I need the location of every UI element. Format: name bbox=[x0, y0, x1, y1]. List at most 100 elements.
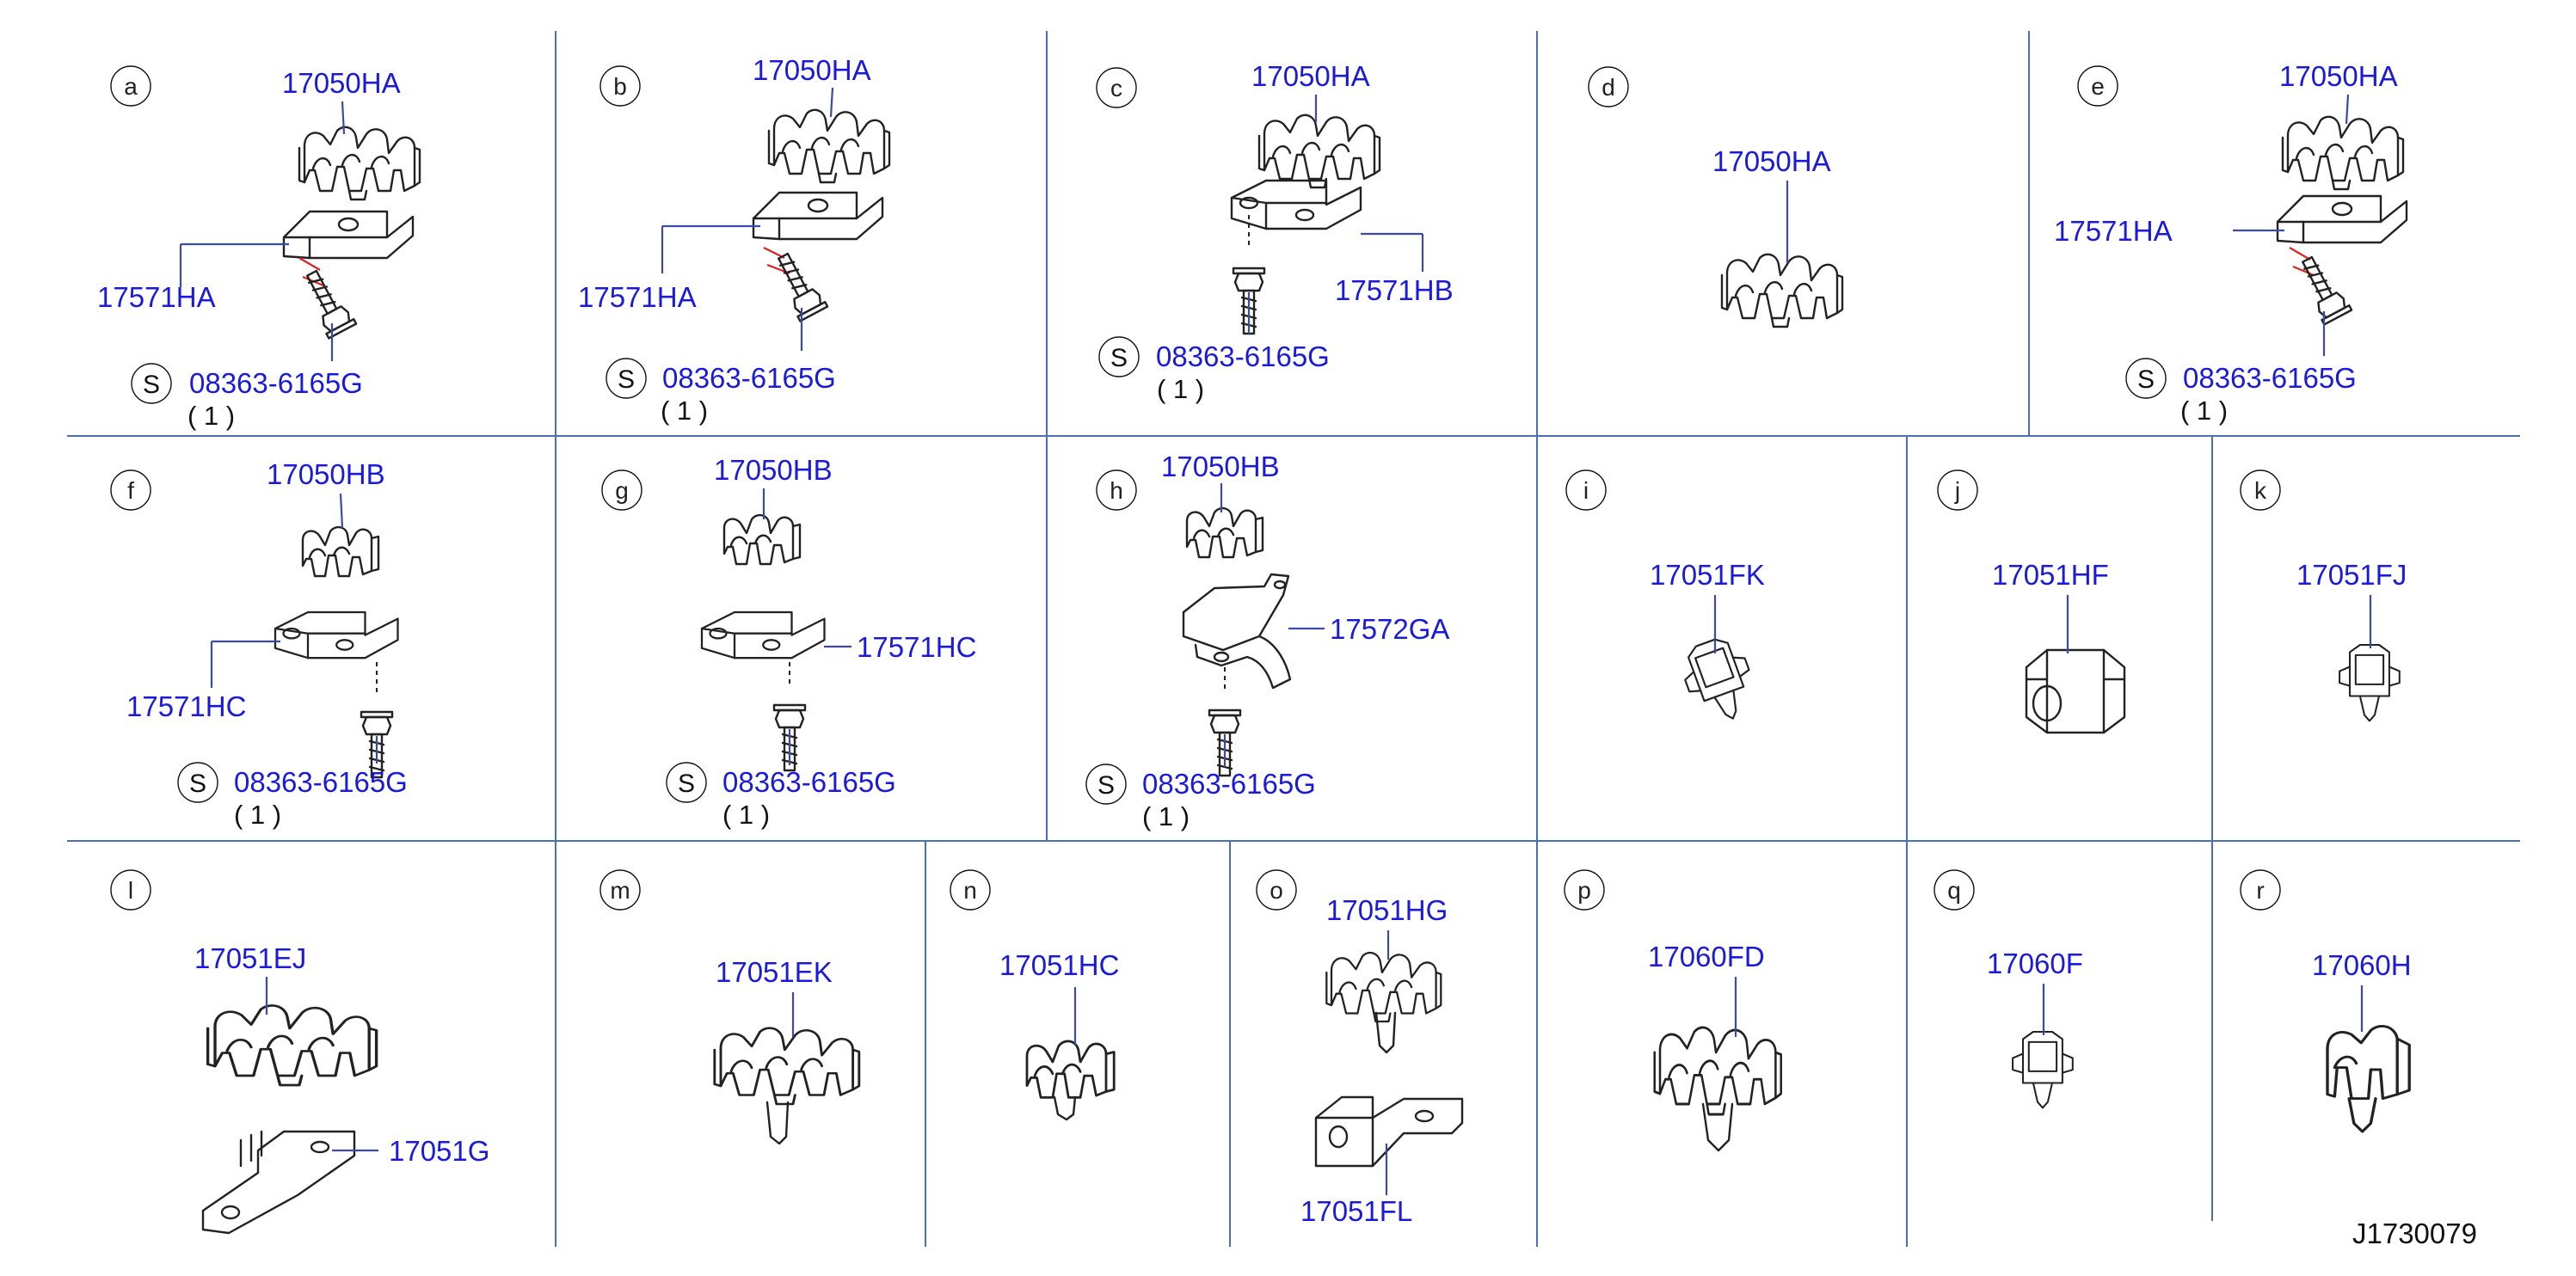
part-number-label[interactable]: 17060F bbox=[1987, 948, 2083, 979]
part-number-label[interactable]: 17051FK bbox=[1650, 559, 1765, 591]
part-number-label[interactable]: 17571HC bbox=[126, 690, 246, 722]
panel-letter-d: d bbox=[1588, 66, 1629, 107]
svg-text:f: f bbox=[127, 477, 134, 504]
panel-n: n 17051HC bbox=[950, 869, 1119, 1121]
grommet-drawing bbox=[2025, 595, 2126, 734]
part-number-label[interactable]: 17060FD bbox=[1648, 941, 1765, 972]
bolt-drawing bbox=[768, 248, 829, 351]
part-number-label[interactable]: 08363-6165G bbox=[234, 766, 408, 798]
panel-letter-a: a bbox=[110, 65, 151, 107]
panel-d: d 17050HA bbox=[1588, 66, 1844, 328]
svg-text:a: a bbox=[124, 73, 138, 100]
panel-f: f 17050HB 17571HC S 08363-6165G ( 1 ) bbox=[110, 458, 408, 830]
svg-text:S: S bbox=[618, 365, 635, 394]
clip-drawing bbox=[298, 101, 421, 201]
part-number-label[interactable]: 17051HC bbox=[999, 949, 1119, 981]
quantity-label: ( 1 ) bbox=[188, 401, 235, 431]
part-number-label[interactable]: 17572GA bbox=[1330, 613, 1449, 645]
part-number-label[interactable]: 17051G bbox=[389, 1135, 489, 1167]
part-number-label[interactable]: 17571HA bbox=[97, 281, 216, 313]
svg-text:S: S bbox=[1097, 771, 1115, 800]
quantity-label: ( 1 ) bbox=[2180, 396, 2228, 426]
svg-text:e: e bbox=[2091, 73, 2105, 100]
panel-g: g 17050HB 17571HC S 08363-6165G ( 1 ) bbox=[601, 454, 976, 830]
clip-drawing bbox=[713, 992, 861, 1145]
panel-letter-r: r bbox=[2240, 869, 2281, 911]
panel-letter-m: m bbox=[599, 869, 641, 911]
part-number-label[interactable]: 17051FL bbox=[1300, 1195, 1412, 1227]
part-number-label[interactable]: 17050HB bbox=[1161, 451, 1280, 482]
part-number-label[interactable]: 17571HB bbox=[1335, 274, 1454, 306]
svg-text:S: S bbox=[143, 371, 160, 399]
symbol-s: S bbox=[131, 363, 172, 404]
part-number-label[interactable]: 17050HA bbox=[1712, 145, 1831, 177]
part-number-label[interactable]: 17571HC bbox=[857, 631, 976, 663]
bolt-drawing bbox=[297, 265, 358, 361]
symbol-s: S bbox=[2125, 358, 2167, 399]
part-number-label[interactable]: 17051EJ bbox=[194, 942, 306, 974]
part-number-label[interactable]: 08363-6165G bbox=[722, 766, 896, 798]
part-number-label[interactable]: 17051HF bbox=[1992, 559, 2109, 591]
panel-a: a 17050HA 17571HA S 08363-6165G ( 1 ) bbox=[97, 65, 421, 431]
svg-text:r: r bbox=[2256, 877, 2264, 904]
part-number-label[interactable]: 17050HB bbox=[714, 454, 833, 486]
part-number-label[interactable]: 08363-6165G bbox=[1156, 340, 1330, 372]
part-number-label[interactable]: 17051EK bbox=[716, 956, 833, 988]
bracket-drawing bbox=[661, 191, 884, 275]
quantity-label: ( 1 ) bbox=[1157, 374, 1204, 404]
part-number-label[interactable]: 17050HA bbox=[1251, 60, 1370, 92]
part-number-label[interactable]: 17571HA bbox=[578, 281, 697, 313]
panel-e: e 17050HA 17571HA S 08363-6165G ( 1 ) bbox=[2054, 60, 2408, 426]
panel-letter-f: f bbox=[110, 469, 151, 511]
svg-text:d: d bbox=[1602, 74, 1615, 101]
panel-h: h 17050HB 17572GA S 08363-6165G ( 1 ) bbox=[1085, 451, 1449, 831]
svg-text:n: n bbox=[963, 877, 977, 904]
panel-letter-p: p bbox=[1564, 869, 1605, 911]
symbol-s: S bbox=[1085, 764, 1127, 805]
clip-drawing bbox=[767, 87, 891, 184]
part-number-label[interactable]: 17051FJ bbox=[2296, 559, 2407, 591]
part-number-label[interactable]: 08363-6165G bbox=[662, 362, 836, 394]
panel-b: b 17050HA 17571HA S 08363-6165G ( 1 ) bbox=[578, 54, 891, 426]
part-number-label[interactable]: 17050HB bbox=[267, 458, 385, 490]
bracket-drawing bbox=[1314, 1095, 1464, 1195]
svg-text:S: S bbox=[1110, 344, 1128, 372]
panel-letter-h: h bbox=[1096, 469, 1137, 511]
part-number-label[interactable]: 08363-6165G bbox=[189, 367, 363, 399]
panel-c: c 17050HA 17571HB S 08363-6165G ( 1 ) bbox=[1096, 60, 1454, 404]
bolt-drawing bbox=[772, 662, 807, 772]
clip-drawing bbox=[2281, 94, 2405, 191]
svg-text:c: c bbox=[1110, 75, 1122, 101]
panel-letter-o: o bbox=[1256, 869, 1297, 911]
svg-text:h: h bbox=[1110, 477, 1123, 504]
panel-letter-j: j bbox=[1937, 469, 1978, 511]
part-number-label[interactable]: 17050HA bbox=[282, 67, 401, 99]
part-number-label[interactable]: 17051HG bbox=[1326, 894, 1448, 926]
bolt-drawing bbox=[1208, 667, 1242, 777]
svg-text:p: p bbox=[1577, 877, 1591, 904]
panel-letter-n: n bbox=[950, 869, 991, 911]
part-number-label[interactable]: 17050HA bbox=[2279, 60, 2398, 92]
svg-text:g: g bbox=[615, 477, 629, 504]
part-number-label[interactable]: 08363-6165G bbox=[1142, 768, 1316, 800]
part-number-label[interactable]: 17571HA bbox=[2054, 215, 2173, 247]
symbol-s: S bbox=[1098, 336, 1140, 377]
part-number-label[interactable]: 17060H bbox=[2312, 949, 2412, 981]
panel-l: l 17051EJ 17051G bbox=[110, 869, 489, 1235]
part-number-label[interactable]: 17050HA bbox=[753, 54, 871, 86]
panel-letter-b: b bbox=[599, 65, 641, 107]
panel-p: p 17060FD bbox=[1564, 869, 1783, 1152]
part-number-label[interactable]: 08363-6165G bbox=[2183, 362, 2357, 394]
clip-drawing bbox=[722, 488, 802, 566]
bolt-drawing bbox=[1232, 215, 1266, 335]
panel-letter-g: g bbox=[601, 469, 642, 511]
clip-drawing bbox=[1325, 930, 1442, 1054]
clip-drawing bbox=[1185, 483, 1264, 559]
clip-drawing bbox=[301, 493, 380, 578]
clip-drawing bbox=[1653, 977, 1783, 1152]
svg-text:m: m bbox=[610, 877, 630, 904]
svg-text:S: S bbox=[678, 770, 695, 798]
clip-drawing bbox=[2339, 595, 2401, 722]
clip-drawing bbox=[2012, 984, 2074, 1109]
svg-text:i: i bbox=[1583, 477, 1589, 504]
